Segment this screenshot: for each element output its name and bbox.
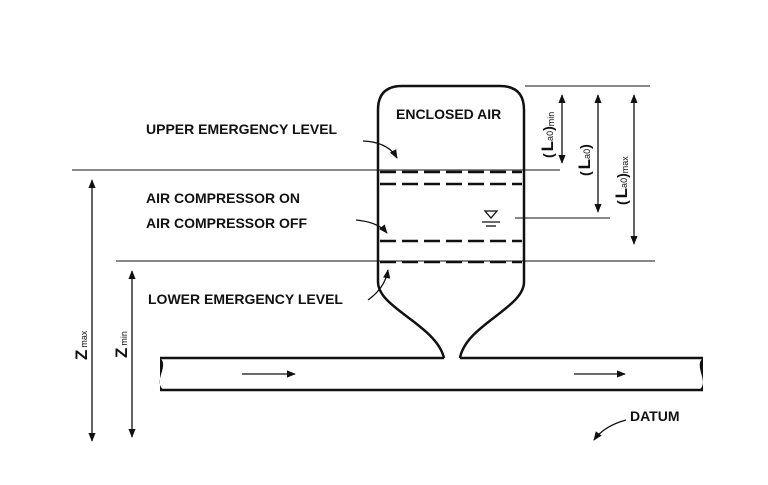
z-max-label: Zmax [72,330,91,360]
pipe [159,356,703,392]
svg-text:(La0)max: (La0)max [612,156,631,205]
upper-emergency-leader-arrow [362,140,398,159]
air-compressor-off-label: AIR COMPRESSOR OFF [146,215,307,231]
upper-emergency-level-label: UPPER EMERGENCY LEVEL [146,121,338,137]
la0-label: (La0) [575,144,594,176]
svg-text:(La0): (La0) [575,144,594,176]
pipe-right-break [699,358,703,390]
z-min-label: Zmin [112,331,131,358]
svg-text:Zmax: Zmax [72,330,91,360]
air-compressor-off-leader-arrow [355,219,388,234]
air-compressor-on-label: AIR COMPRESSOR ON [146,190,300,206]
enclosed-air-label: ENCLOSED AIR [396,106,501,122]
surge-tank-outline [376,84,526,359]
la0-min-label: (La0)min [538,112,557,158]
svg-text:(La0)min: (La0)min [538,112,557,158]
water-surface-icon [482,210,500,227]
lower-emergency-leader-arrow [367,269,391,301]
lower-emergency-level-label: LOWER EMERGENCY LEVEL [148,291,343,307]
pipe-left-break [159,358,164,390]
la0-max-label: (La0)max [612,156,631,205]
svg-text:Zmin: Zmin [112,331,131,358]
datum-label: DATUM [630,408,680,424]
datum-leader-arrow [593,419,627,441]
